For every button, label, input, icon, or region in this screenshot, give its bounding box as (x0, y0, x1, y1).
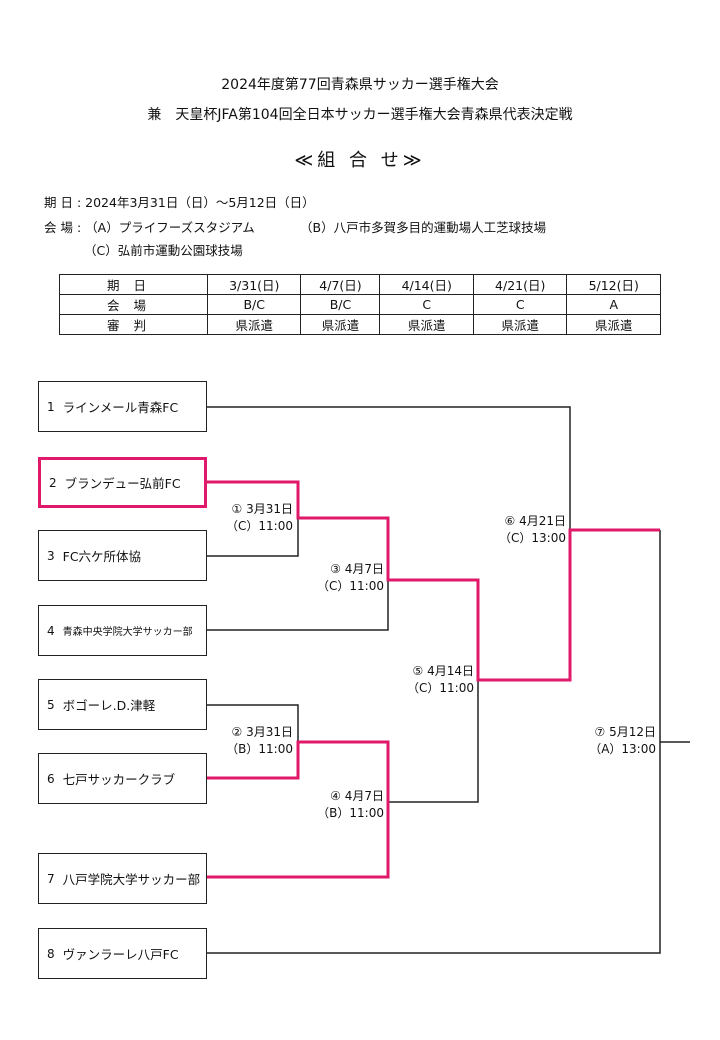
team-seed: 5 (47, 697, 55, 712)
match-venue-time: （B）11:00 (317, 806, 384, 820)
venue-info: 会 場 : （A）プライフーズスタジアム (44, 217, 255, 236)
match-date: 3月31日 (246, 725, 293, 739)
schedule-row: 審判県派遣県派遣県派遣県派遣県派遣 (59, 314, 661, 335)
schedule-cell: 県派遣 (379, 314, 474, 335)
bracket-line (207, 406, 571, 530)
match-number: ③ (330, 562, 341, 576)
match-label: ④ 4月7日 （B）11:00 (317, 788, 384, 822)
winner-line (207, 740, 390, 879)
team-box: 3 FC六ケ所体協 (38, 530, 207, 581)
match-number: ① (231, 502, 243, 516)
team-seed: 2 (49, 475, 57, 490)
team-name: ボゴーレ.D.津軽 (62, 698, 156, 713)
match-date: 4月7日 (344, 789, 384, 803)
match-venue-time: （C）11:00 (226, 519, 293, 533)
bracket-line (207, 580, 389, 631)
team-name: 七戸サッカークラブ (62, 772, 176, 787)
date-info: 期 日 : 2024年3月31日（日）～5月12日（日） (44, 192, 315, 211)
schedule-cell: 県派遣 (206, 314, 302, 335)
team-name: FC六ケ所体協 (62, 549, 142, 564)
match-date: 4月21日 (519, 514, 566, 528)
date-label: 期 日 : (44, 195, 82, 210)
bracket-line (207, 518, 299, 557)
title-line-1: 2024年度第77回青森県サッカー選手権大会 (221, 77, 499, 93)
venue-c: （C）弘前市運動公園球技場 (84, 243, 243, 258)
bracket-line (388, 680, 479, 803)
team-box: 2 ブランデュー弘前FC (38, 457, 207, 508)
match-venue-time: （C）13:00 (499, 531, 566, 545)
team-seed: 8 (47, 946, 55, 961)
match-date: 5月12日 (609, 725, 656, 739)
match-venue-time: （C）11:00 (317, 579, 384, 593)
team-seed: 7 (47, 871, 55, 886)
venue-label: 会 場 : (44, 220, 82, 235)
match-number: ⑥ (504, 514, 516, 528)
team-name: ブランデュー弘前FC (64, 476, 181, 491)
match-label: ③ 4月7日 （C）11:00 (317, 561, 384, 595)
match-venue-time: （A）13:00 (589, 742, 656, 756)
match-number: ⑤ (412, 664, 424, 678)
team-box: 8 ヴァンラーレ八戸FC (38, 928, 207, 979)
schedule-cell: 県派遣 (566, 314, 661, 335)
match-venue-time: （B）11:00 (226, 742, 293, 756)
row-header: 会場 (59, 294, 208, 315)
venue-a: （A）プライフーズスタジアム (85, 220, 255, 235)
winner-line (207, 480, 660, 682)
schedule-cell: 4/14(日) (379, 274, 474, 295)
schedule-cell: 3/31(日) (206, 274, 302, 295)
match-label: ② 3月31日 （B）11:00 (226, 724, 293, 758)
title-line-2: 兼 天皇杯JFA第104回全日本サッカー選手権大会青森県代表決定戦 (147, 107, 573, 123)
match-number: ⑦ (594, 725, 606, 739)
page-subtitle: ≪組 合 せ≫ (294, 150, 426, 171)
schedule-cell: 4/21(日) (472, 274, 568, 295)
match-label: ⑦ 5月12日 （A）13:00 (589, 724, 656, 758)
venue-b: （B）八戸市多賀多目的運動場人工芝球技場 (300, 220, 547, 235)
team-box: 7 八戸学院大学サッカー部 (38, 853, 207, 904)
match-date: 4月14日 (427, 664, 474, 678)
team-name: ラインメール青森FC (62, 400, 179, 415)
match-number: ② (231, 725, 243, 739)
team-seed: 6 (47, 771, 55, 786)
bracket-line (207, 704, 299, 742)
team-name: 青森中央学院大学サッカー部 (62, 627, 193, 638)
schedule-cell: B/C (206, 294, 302, 315)
team-name: 八戸学院大学サッカー部 (62, 872, 201, 887)
row-header: 審判 (59, 314, 208, 335)
match-label: ① 3月31日 （C）11:00 (226, 501, 293, 535)
schedule-cell: B/C (300, 294, 381, 315)
team-name: ヴァンラーレ八戸FC (62, 947, 179, 962)
team-box: 6 七戸サッカークラブ (38, 753, 207, 804)
match-venue-time: （C）11:00 (407, 681, 474, 695)
schedule-cell: 4/7(日) (300, 274, 381, 295)
team-box: 5 ボゴーレ.D.津軽 (38, 679, 207, 730)
team-box: 4 青森中央学院大学サッカー部 (38, 605, 207, 656)
match-label: ⑤ 4月14日 （C）11:00 (407, 663, 474, 697)
team-seed: 1 (47, 399, 55, 414)
bracket-line (207, 530, 661, 954)
team-box: 1 ラインメール青森FC (38, 381, 207, 432)
match-number: ④ (330, 789, 341, 803)
match-label: ⑥ 4月21日 （C）13:00 (499, 513, 566, 547)
match-date: 4月7日 (344, 562, 384, 576)
team-seed: 3 (47, 548, 55, 563)
team-seed: 4 (47, 623, 55, 638)
match-date: 3月31日 (246, 502, 293, 516)
date-value: 2024年3月31日（日）～5月12日（日） (85, 195, 315, 210)
schedule-cell: 県派遣 (472, 314, 568, 335)
